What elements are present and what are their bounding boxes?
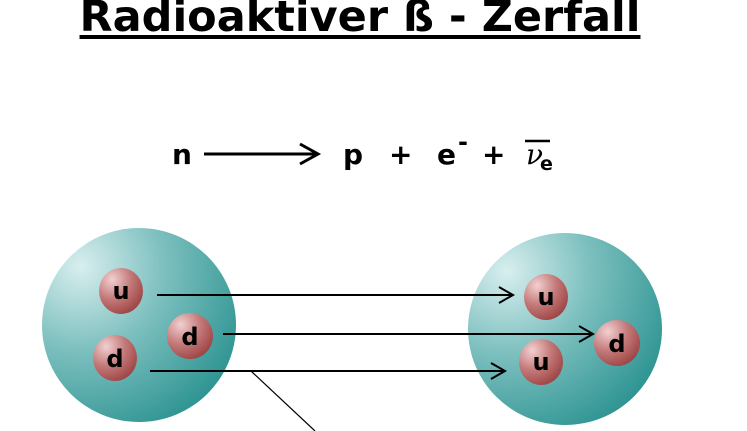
- neutrino-symbol: ν: [526, 138, 543, 171]
- svg-text:d: d: [181, 323, 198, 351]
- arrowhead: [578, 325, 596, 343]
- svg-text:d: d: [608, 330, 625, 358]
- svg-text:d: d: [106, 345, 123, 373]
- neutron-quark-d: d: [167, 313, 213, 359]
- svg-text:u: u: [537, 283, 554, 311]
- w-boson-line: [250, 370, 316, 431]
- proton-quark-u: u: [524, 274, 568, 320]
- proton-quark-u: u: [519, 339, 563, 385]
- plus-sign: +: [482, 138, 505, 171]
- neutron-quark-d: d: [93, 335, 137, 381]
- plus-sign: +: [389, 138, 412, 171]
- neutron-symbol: n: [172, 138, 192, 171]
- page-title: Radioaktiver ß - Zerfall: [79, 0, 641, 42]
- proton-sphere: [468, 233, 662, 425]
- electron-charge: -: [458, 128, 468, 156]
- svg-text:u: u: [112, 277, 129, 305]
- quark-arrows: [150, 286, 596, 431]
- neutron-quark-u: u: [99, 268, 143, 314]
- svg-text:u: u: [532, 348, 549, 376]
- arrowhead: [498, 286, 516, 304]
- proton-symbol: p: [343, 138, 363, 171]
- neutrino-subscript: e: [540, 153, 553, 175]
- proton-quark-d: d: [594, 320, 640, 366]
- neutron-sphere: [42, 228, 236, 422]
- electron-symbol: e: [437, 138, 456, 171]
- reaction-arrow: [204, 142, 322, 166]
- decay-equation: n p + e - + ν e: [172, 128, 553, 175]
- arrowhead: [490, 362, 508, 380]
